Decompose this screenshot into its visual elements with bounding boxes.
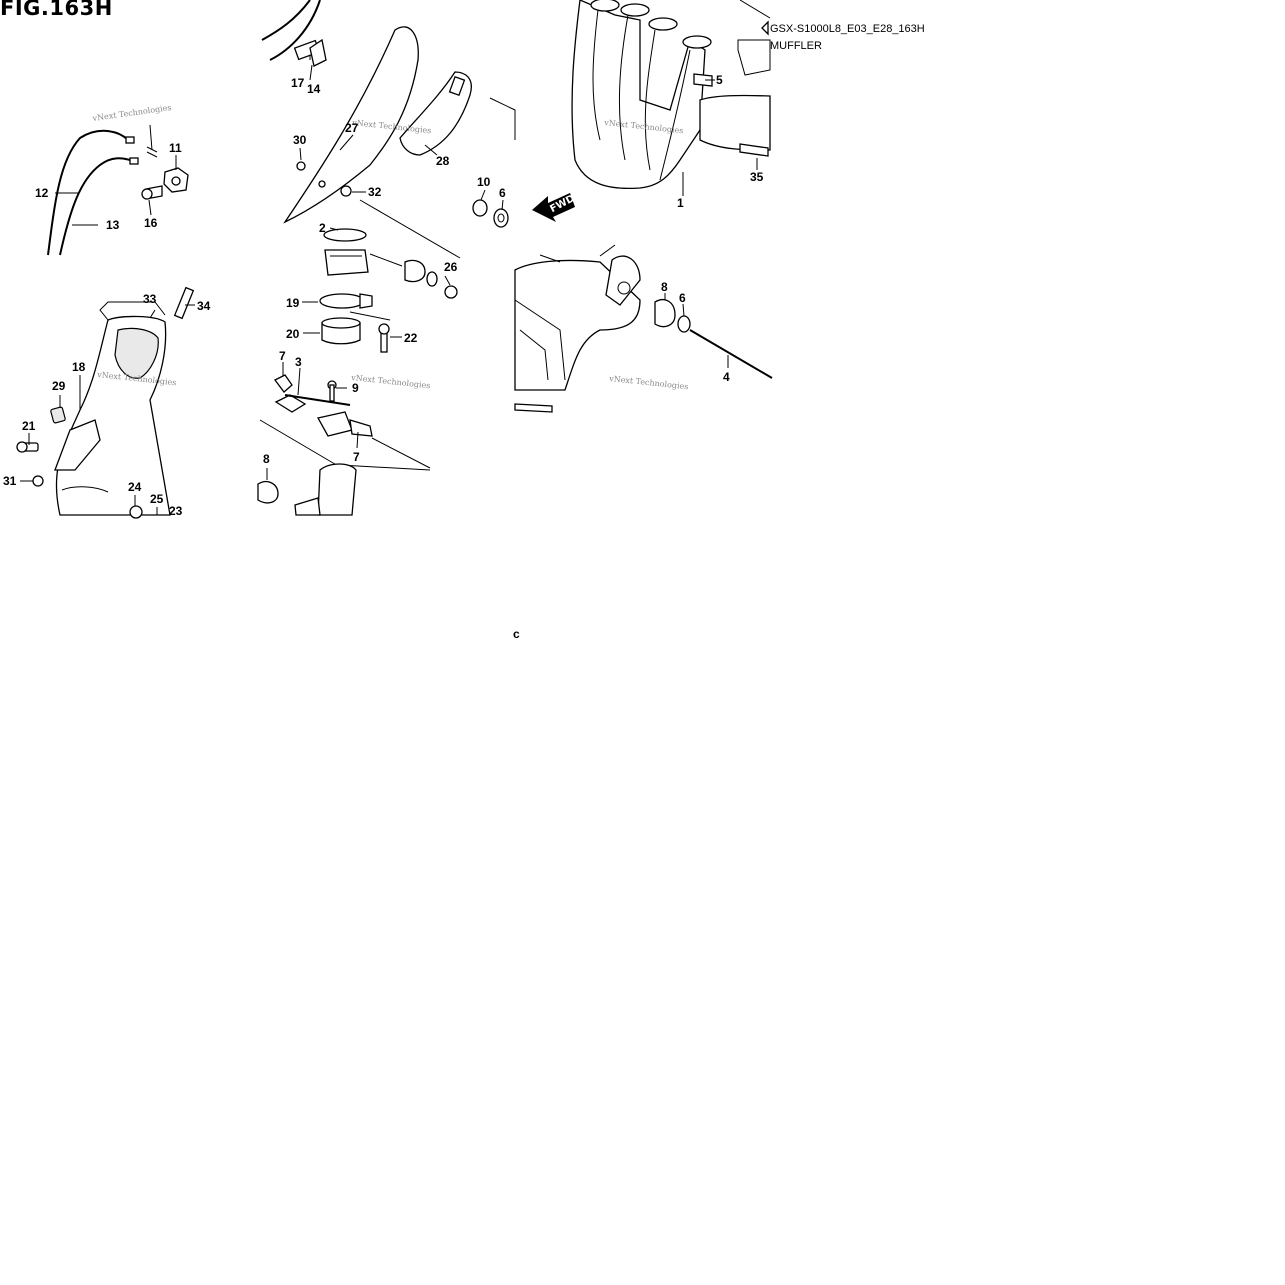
leader-lines [20,55,758,515]
washer-group [472,97,516,228]
rear-bracket-assembly [514,244,773,413]
callout-14: 14 [307,82,321,96]
model-code: GSX-S1000L8_E03_E28_163H [770,23,925,35]
callout-20: 20 [286,327,300,341]
callout-32: 32 [368,185,382,199]
callout-26: 26 [444,260,458,274]
callout-labels: 1 2 3 4 5 6 6 7 7 8 8 9 10 11 12 13 14 1… [3,73,764,641]
header-marker-icon [761,20,769,36]
exhaust-header-pipes [571,0,771,190]
callout-17: 17 [291,76,305,90]
muffler-body [16,286,195,519]
callout-30: 30 [293,133,307,147]
callout-27: 27 [345,121,359,135]
callout-25: 25 [150,492,164,506]
callout-3: 3 [295,355,302,369]
callout-23: 23 [169,504,183,518]
callout-31: 31 [3,474,17,488]
callout-4: 4 [723,370,730,384]
section-name: MUFFLER [770,40,822,52]
callout-19: 19 [286,296,300,310]
watermark: vNext Technologies [350,373,431,390]
callout-34: 34 [197,299,211,313]
callout-2: 2 [319,221,326,235]
figure-title: FIG.163H [0,0,113,20]
watermark: vNext Technologies [608,374,689,391]
callout-9: 9 [352,381,359,395]
callout-13: 13 [106,218,120,232]
callout-7: 7 [279,349,286,363]
callout-12: 12 [35,186,49,200]
callout-29: 29 [52,379,66,393]
watermark: vNext Technologies [91,103,172,123]
callout-35: 35 [750,170,764,184]
callout-6: 6 [679,291,686,305]
callout-22: 22 [404,331,418,345]
callout-16: 16 [144,216,158,230]
heat-shield [261,0,472,224]
callout-10: 10 [477,175,491,189]
callout-18: 18 [72,360,86,374]
callout-11: 11 [169,141,182,155]
callout-21: 21 [22,419,36,433]
forward-direction-arrow: FWD [532,193,577,222]
callout-5: 5 [716,73,723,87]
callout-8: 8 [263,452,270,466]
callout-1: 1 [677,196,684,210]
callout-7: 7 [353,450,360,464]
callout-33: 33 [143,292,157,306]
callout-28: 28 [436,154,450,168]
callout-6: 6 [499,186,506,200]
callout-8: 8 [661,280,668,294]
stray-mark: c [513,627,520,641]
clamp-and-bracket-group [257,199,461,516]
cable-assembly [47,124,189,256]
callout-24: 24 [128,480,142,494]
